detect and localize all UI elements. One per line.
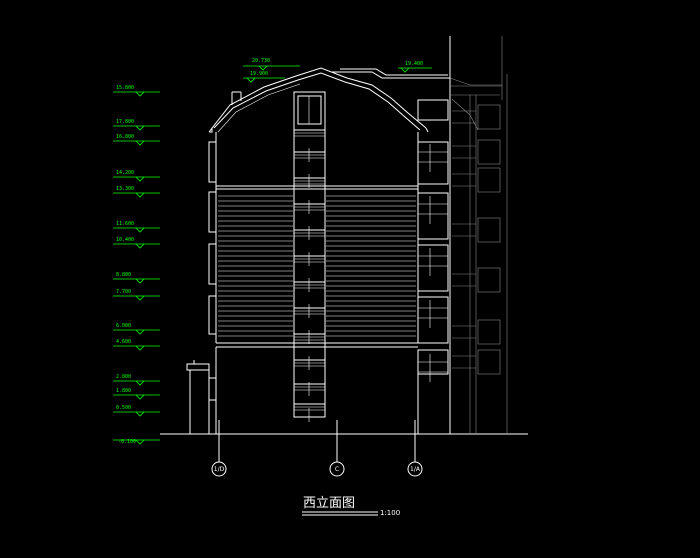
roof-level-label: 19.900	[250, 71, 268, 77]
axis-marker: C	[329, 420, 345, 477]
level-label: 6.000	[116, 323, 131, 329]
roof-level-marker: 19.400	[398, 61, 432, 73]
level-label: 16.800	[116, 134, 134, 140]
level-marker: 16.800	[113, 134, 160, 146]
level-label: 17.800	[116, 119, 134, 125]
roof-level-markers: 20.730 19.900 19.400	[243, 58, 432, 83]
level-markers: 15.800 17.800 16.800 14.200 13.300 11.60…	[113, 85, 160, 445]
background-building	[449, 36, 508, 434]
drawing-scale: 1:100	[380, 509, 400, 517]
level-marker: 6.000	[113, 323, 160, 335]
axis-label: 1/A	[410, 466, 421, 473]
level-marker: 7.700	[113, 289, 160, 301]
roof-level-marker: 19.900	[243, 71, 285, 83]
level-label: 14.200	[116, 170, 134, 176]
axis-marker: 1/D	[211, 420, 227, 477]
level-label: -0.100	[118, 439, 136, 445]
axis-label: C	[335, 466, 339, 473]
axis-markers: 1/D C 1/A	[211, 420, 423, 477]
level-label: 0.500	[116, 405, 131, 411]
level-marker: 13.300	[113, 186, 160, 198]
axis-marker: 1/A	[407, 420, 423, 477]
level-marker: 4.600	[113, 339, 160, 351]
level-label: 13.300	[116, 186, 134, 192]
level-marker: 2.800	[113, 374, 160, 386]
level-label: 11.600	[116, 221, 134, 227]
level-label: 10.400	[116, 237, 134, 243]
level-label: 8.800	[116, 272, 131, 278]
level-marker: 8.800	[113, 272, 160, 284]
roof-level-label: 19.400	[405, 61, 423, 67]
roof-level-label: 20.730	[252, 58, 270, 64]
axis-label: 1/D	[214, 466, 225, 473]
level-marker: 11.600	[113, 221, 160, 233]
siding-left	[218, 195, 293, 337]
level-label: 15.800	[116, 85, 134, 91]
stair-window-bands	[294, 129, 325, 422]
roof-outline	[208, 67, 427, 133]
level-marker: 15.800	[113, 85, 160, 97]
level-marker: 14.200	[113, 170, 160, 182]
level-marker: 10.400	[113, 237, 160, 249]
balcony-rails	[418, 144, 448, 382]
drawing-title-block: 西立面图 1:100	[302, 496, 400, 517]
siding-right	[326, 195, 416, 337]
level-label: 7.700	[116, 289, 131, 295]
level-marker: -0.100	[113, 439, 160, 445]
level-label: 1.800	[116, 388, 131, 394]
level-marker: 17.800	[113, 119, 160, 131]
level-marker: 1.800	[113, 388, 160, 400]
drawing-title: 西立面图	[303, 496, 355, 511]
roof-level-marker: 20.730	[243, 58, 300, 71]
building-elevation	[186, 67, 450, 434]
level-label: 2.800	[116, 374, 131, 380]
level-label: 4.600	[116, 339, 131, 345]
level-marker: 0.500	[113, 405, 160, 417]
